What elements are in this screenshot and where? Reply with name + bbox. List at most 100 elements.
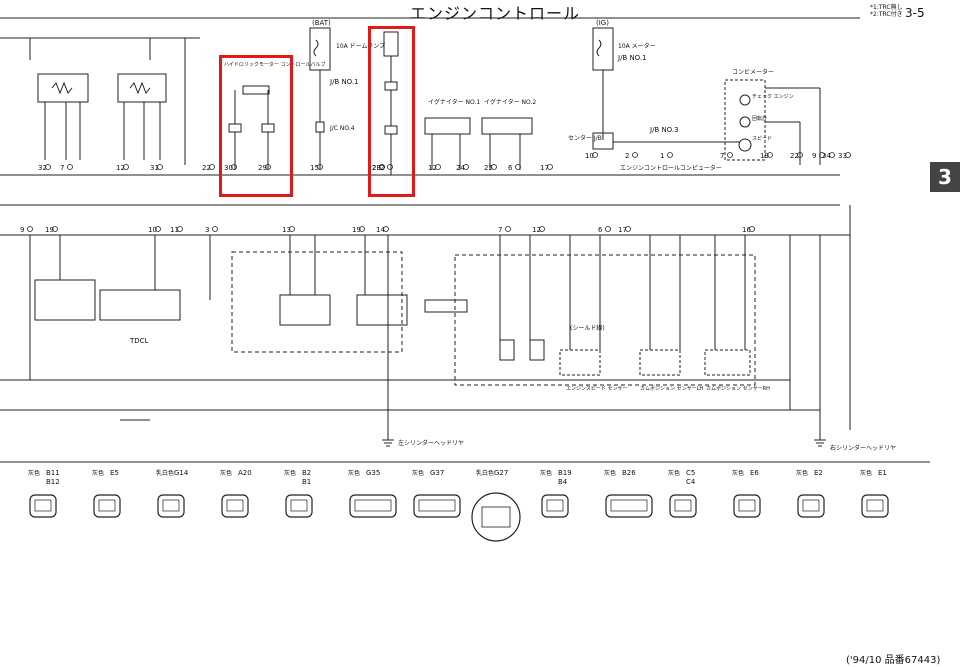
connector-code: B26 [622, 469, 636, 477]
label-jb-no1-a: J/B NO.1 [329, 78, 359, 86]
pin-terminal [829, 152, 835, 158]
connector-pinbox [98, 499, 116, 512]
fuse-bat [309, 27, 331, 170]
connector-pinbox [546, 499, 564, 512]
pin-terminal [265, 164, 271, 170]
pin-number: 22 [202, 164, 211, 172]
pin-number: 19 [45, 226, 54, 234]
pin-terminal [317, 164, 323, 170]
connector-code-secondary: B1 [302, 478, 311, 486]
label-cam-sensor-lh: カムポジション センサーLH [640, 385, 703, 392]
connector-body [157, 494, 185, 518]
label-engine-speed-sensor: エンジンスピード センサー [566, 386, 628, 392]
connector-color: 灰色 [604, 469, 616, 477]
ground-left [382, 439, 394, 447]
label-shield: (シールド線) [570, 324, 605, 332]
connector-code: E2 [814, 469, 823, 477]
pin-terminal [387, 164, 393, 170]
pin-number: 23 [372, 164, 381, 172]
connector-pinbox [674, 499, 692, 512]
pin-number: 3 [205, 226, 209, 234]
lower-wires [0, 205, 851, 440]
pin-number: 9 [20, 226, 24, 234]
connector-body [29, 494, 57, 518]
connector-color: 灰色 [92, 469, 104, 477]
pin-terminal [547, 164, 553, 170]
pin-terminal [45, 164, 51, 170]
pin-number: 16 [742, 226, 751, 234]
connector-pinbox [162, 499, 180, 512]
section-tab: 3 [930, 162, 960, 192]
label-center-jb: センター J/B [568, 134, 602, 142]
connector-pinbox [610, 499, 648, 512]
pin-terminal [177, 226, 183, 232]
pin-number: 7 [498, 226, 502, 234]
pin-number: 9 [812, 152, 816, 160]
pin-number: 14 [376, 226, 385, 234]
pin-number: 12 [116, 164, 125, 172]
label-jb-no1-b: J/B NO.1 [617, 54, 647, 62]
ecu-lower-blocks [34, 251, 756, 386]
connector-code-secondary: C4 [686, 478, 696, 486]
connector-code: A20 [238, 469, 252, 477]
connector-color: 灰色 [668, 469, 680, 477]
trc-note-1: *1:TRC無し [870, 4, 903, 11]
pin-terminal [27, 226, 33, 232]
connector-color: 灰色 [220, 469, 232, 477]
relay-right [117, 73, 167, 160]
pin-number: 12 [532, 226, 541, 234]
connector-color: 乳白色 [476, 469, 494, 477]
pin-number: 17 [618, 226, 627, 234]
pin-number: 22 [790, 152, 799, 160]
pin-terminal [632, 152, 638, 158]
pin-terminal [767, 152, 773, 158]
connector-body [541, 494, 569, 518]
connector-color: 灰色 [284, 469, 296, 477]
pin-terminal [625, 226, 631, 232]
pin-terminal [231, 164, 237, 170]
connector-color: 灰色 [540, 469, 552, 477]
fuse-ig [592, 27, 740, 150]
connector-code: G37 [430, 469, 444, 477]
connector-pinbox [290, 499, 308, 512]
connector-body [93, 494, 121, 518]
pin-terminal [379, 164, 385, 170]
connector-color: 灰色 [860, 469, 872, 477]
pin-number: 34 [822, 152, 831, 160]
highlight-box-sensor [368, 26, 415, 197]
pin-number: 19 [352, 226, 361, 234]
hydraulic-valve-wiring [228, 85, 275, 170]
pin-terminal [52, 226, 58, 232]
connector-code: G35 [366, 469, 380, 477]
pin-number: 11 [170, 226, 179, 234]
connector-body [221, 494, 249, 518]
connector-body [797, 494, 825, 518]
connector-color: 灰色 [28, 469, 40, 477]
connector-pinbox [802, 499, 820, 512]
connector-code: E6 [750, 469, 759, 477]
igniter-boxes [424, 117, 533, 170]
connector-code: G14 [174, 469, 189, 477]
pin-number: 17 [540, 164, 549, 172]
label-igniter-2: イグナイター NO.2 [484, 98, 536, 106]
connector-A20: 灰色 A20 [220, 469, 252, 518]
connector-pinbox [738, 499, 756, 512]
pin-terminal [819, 152, 825, 158]
sensor-wiring [383, 31, 399, 175]
pin-terminal [797, 152, 803, 158]
connector-pinbox [226, 499, 244, 512]
pin-terminal [539, 226, 545, 232]
connector-color: 灰色 [348, 469, 360, 477]
pin-number: 6 [508, 164, 513, 172]
connector-body [605, 494, 653, 518]
label-ecu: エンジンコントロールコンピューター [620, 164, 722, 172]
pin-terminal [67, 164, 73, 170]
pin-terminal [463, 164, 469, 170]
